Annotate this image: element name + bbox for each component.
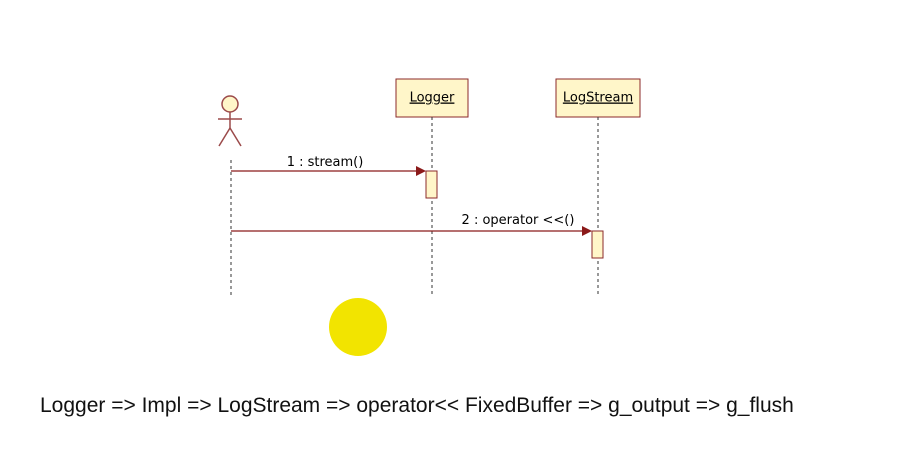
message-1-label: 1 : stream() (287, 155, 364, 170)
logger-label: Logger (410, 91, 455, 106)
call-chain-caption: Logger => Impl => LogStream => operator<… (40, 394, 794, 417)
logger-box (395, 78, 469, 118)
actor-figure (218, 95, 242, 147)
message-2: 2 : operator <<() (231, 213, 592, 236)
message-1-arrowhead (416, 166, 426, 176)
logstream-box (555, 78, 641, 118)
message-2-label: 2 : operator <<() (462, 213, 575, 228)
cursor-highlight-dot (329, 298, 387, 356)
logstream-activation (591, 230, 604, 259)
message-2-arrowhead (582, 226, 592, 236)
lifeline-logstream: LogStream (555, 78, 641, 296)
lifeline-logger: Logger (395, 78, 469, 296)
logstream-label: LogStream (563, 91, 633, 106)
logger-activation (425, 170, 438, 199)
message-1: 1 : stream() (231, 155, 426, 176)
